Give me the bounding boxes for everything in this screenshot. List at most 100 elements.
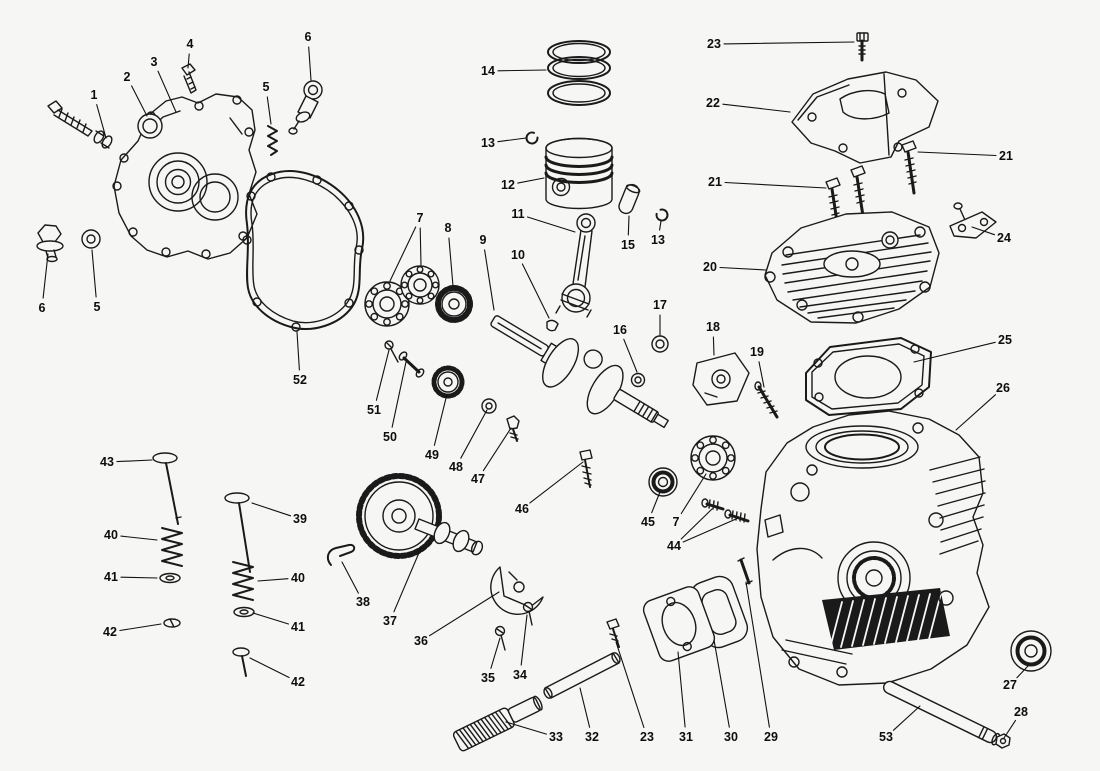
callout-label: 19 (750, 345, 764, 359)
callout-label: 52 (293, 373, 307, 387)
callout-label: 48 (449, 460, 463, 474)
callout-leader (680, 473, 707, 515)
pin-29 (737, 557, 753, 585)
spring-washer-41-right (233, 606, 255, 618)
bolt-and-spacer-1 (47, 100, 113, 149)
callout-leader (391, 361, 407, 428)
callout-label: 12 (501, 178, 515, 192)
valve-43 (152, 452, 182, 525)
callout-leader (722, 103, 791, 113)
callout-leader (42, 253, 49, 299)
callout-leader (745, 581, 770, 728)
callout-leader (131, 85, 148, 117)
callout-label: 24 (997, 231, 1011, 245)
callout-leader (579, 687, 591, 728)
callout-leader (1003, 719, 1017, 739)
bolt-47 (506, 415, 520, 442)
callout-label: 16 (613, 323, 627, 337)
callout-label: 8 (445, 221, 452, 235)
callout-label: 26 (996, 381, 1010, 395)
callout-leader (680, 508, 713, 540)
callout-leader (758, 361, 765, 388)
callout-leader (266, 96, 272, 125)
callout-label: 44 (667, 539, 681, 553)
head-baffle-22 (791, 71, 939, 164)
screw-51 (384, 340, 399, 363)
valve-39 (224, 492, 251, 573)
callout-label: 41 (104, 570, 118, 584)
oil-seal-27 (1010, 630, 1052, 672)
callout-label: 42 (291, 675, 305, 689)
cover-gasket-52 (242, 170, 365, 332)
washer-48 (481, 398, 497, 414)
breather-valve-6 (288, 80, 323, 135)
callout-label: 27 (1003, 678, 1017, 692)
callout-leader (505, 721, 547, 735)
clip-38 (326, 543, 356, 566)
callout-leader (521, 263, 550, 319)
callout-leader (484, 249, 495, 311)
crankcase-cover (112, 93, 258, 260)
callout-label: 5 (94, 300, 101, 314)
washer-16 (630, 372, 646, 388)
callout-leader (955, 394, 997, 431)
callout-leader (651, 491, 661, 514)
callout-leader (971, 226, 996, 236)
screws-44 (701, 498, 750, 523)
oil-seal-2 (137, 113, 163, 139)
callout-label: 49 (425, 448, 439, 462)
callout-label: 50 (383, 430, 397, 444)
camshaft-37 (356, 473, 484, 559)
callout-leader (677, 651, 686, 728)
bolt-23-bottom (606, 618, 620, 648)
callout-label: 29 (764, 730, 778, 744)
callout-leader (91, 249, 97, 298)
callout-label: 23 (640, 730, 654, 744)
cylinder-head-20 (764, 211, 940, 324)
screw-4 (181, 63, 197, 94)
callout-label: 11 (511, 207, 524, 221)
callout-leader (526, 216, 576, 233)
callout-label: 53 (879, 730, 893, 744)
callout-label: 21 (708, 175, 722, 189)
retainer-42-left (163, 618, 181, 628)
callout-leader (497, 137, 527, 143)
callout-leader (120, 576, 158, 579)
callout-label: 13 (481, 136, 495, 150)
piston-12 (544, 137, 614, 210)
pin-clip-13-left (525, 131, 539, 145)
callout-leader (389, 226, 417, 282)
callout-leader (723, 41, 855, 45)
callout-label: 39 (293, 512, 307, 526)
callout-leader (482, 427, 512, 472)
bolt-46 (579, 449, 593, 488)
dowel-pin-50 (398, 351, 425, 378)
cylinder-block-26 (756, 410, 990, 686)
callout-label: 10 (511, 248, 525, 262)
callout-leader (627, 215, 630, 236)
pin-clip-13-right (655, 208, 669, 222)
callout-label: 22 (706, 96, 720, 110)
flanged-nut-17 (651, 335, 669, 353)
callout-label: 7 (673, 515, 680, 529)
callout-label: 38 (356, 595, 370, 609)
callout-leader (448, 237, 454, 287)
callout-label: 35 (481, 671, 495, 685)
crankshaft-9 (490, 315, 669, 429)
callout-label: 45 (641, 515, 655, 529)
callout-label: 13 (651, 233, 665, 247)
callout-label: 31 (679, 730, 693, 744)
callout-label: 37 (383, 614, 397, 628)
callout-leader (257, 578, 289, 582)
callout-label: 30 (724, 730, 738, 744)
callout-leader (712, 336, 715, 356)
callout-leader (120, 535, 158, 541)
callout-label: 21 (999, 149, 1013, 163)
callout-leader (251, 502, 292, 517)
callout-label: 40 (291, 571, 305, 585)
callout-label: 40 (104, 528, 118, 542)
shaft-53 (882, 680, 1001, 746)
ball-bearing-7-lower (690, 435, 736, 481)
callout-label: 41 (291, 620, 305, 634)
